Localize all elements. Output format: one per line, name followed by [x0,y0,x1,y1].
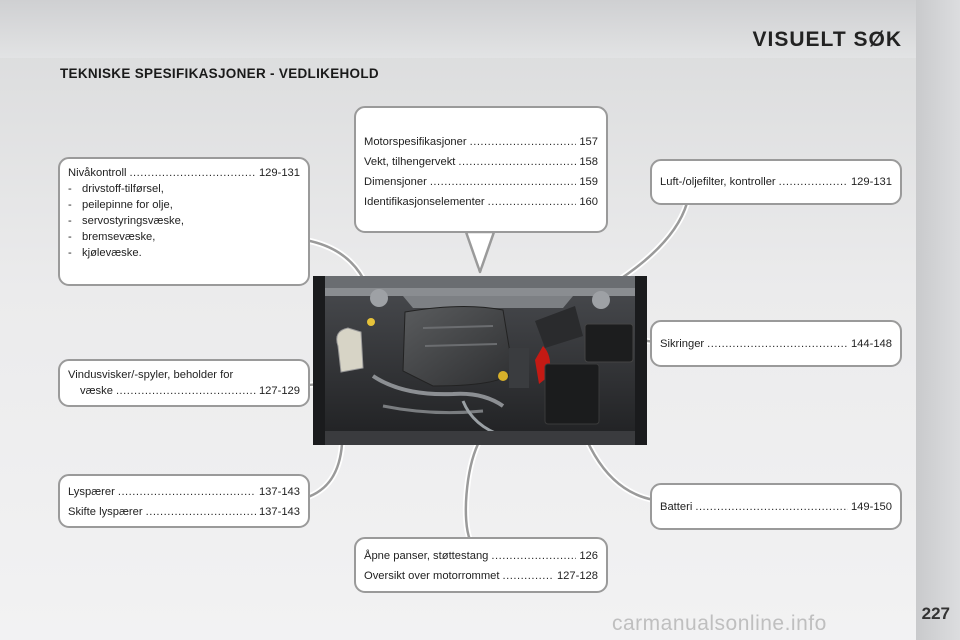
callout-washer-reservoir: Vindusvisker/-spyler, beholder for væske… [58,359,310,407]
page-subtitle: TEKNISKE SPESIFIKASJONER - VEDLIKEHOLD [60,66,379,81]
bulbs-row: Skifte lyspærer137-143 [68,504,300,520]
spec-row: Vekt, tilhengervekt158 [364,154,598,170]
list-item: -kjølevæske. [68,247,142,259]
dot-leader [129,165,255,181]
list-item: -bremsevæske, [68,231,156,243]
callout-bulbs: Lyspærer137-143 Skifte lyspærer137-143 [58,474,310,528]
callout-fluid-levels: Nivåkontroll 129-131 -drivstoff-tilførse… [58,157,310,286]
washer-label-line1: Vindusvisker/-spyler, beholder for [68,369,234,381]
header-band [0,0,916,58]
bonnet-row: Oversikt over motorrommet127-128 [364,568,598,584]
page-edge-strip [916,0,960,640]
spec-row: Identifikasjonselementer160 [364,194,598,210]
engine-compartment-image [313,276,647,445]
callout-fuses: Sikringer144-148 [650,320,902,367]
spec-row: Motorspesifikasjoner157 [364,134,598,150]
list-item: -peilepinne for olje, [68,199,173,211]
spec-row: Dimensjoner159 [364,174,598,190]
section-title: VISUELT SØK [752,28,902,51]
list-item: -servostyringsvæske, [68,215,184,227]
bulbs-row: Lyspærer137-143 [68,484,300,500]
battery-row: Batteri149-150 [660,499,892,515]
fluid-levels-pages: 129-131 [258,167,300,179]
callout-specifications: Motorspesifikasjoner157 Vekt, tilhengerv… [354,106,608,233]
fluid-levels-row: Nivåkontroll 129-131 [68,165,300,181]
list-item: -drivstoff-tilførsel, [68,183,164,195]
callout-bonnet-overview: Åpne panser, støttestang126 Oversikt ove… [354,537,608,593]
callout-air-oil-filter: Luft-/oljefilter, kontroller129-131 [650,159,902,205]
bonnet-row: Åpne panser, støttestang126 [364,548,598,564]
page-number: 227 [921,604,950,623]
filter-row: Luft-/oljefilter, kontroller129-131 [660,174,892,190]
washer-row: væske127-129 [68,383,300,399]
fuses-row: Sikringer144-148 [660,336,892,352]
fluid-levels-label: Nivåkontroll [68,167,127,179]
watermark: carmanualsonline.info [612,612,827,635]
callout-battery: Batteri149-150 [650,483,902,530]
